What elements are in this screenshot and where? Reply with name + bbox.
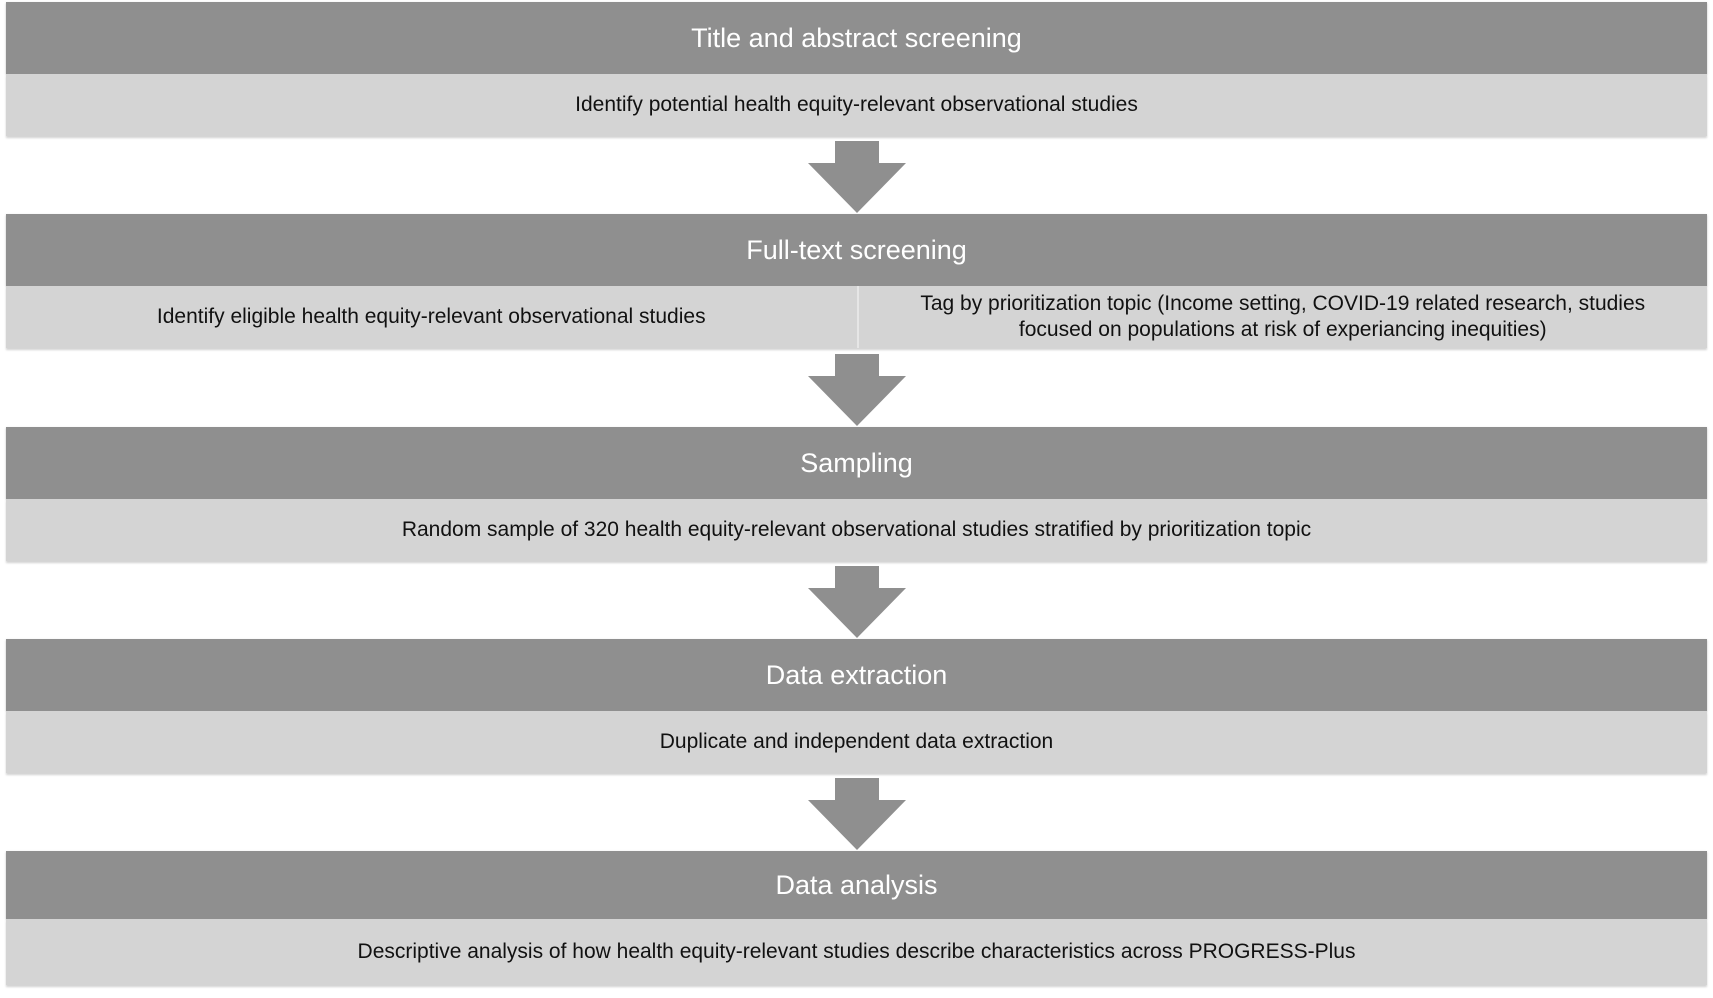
stage-header: Title and abstract screening: [6, 2, 1707, 74]
stage-data-extraction: Data extraction Duplicate and independen…: [6, 639, 1707, 773]
down-arrow-icon: [808, 141, 906, 213]
stage-data-analysis: Data analysis Descriptive analysis of ho…: [6, 851, 1707, 985]
stage-step: Duplicate and independent data extractio…: [6, 711, 1707, 773]
stage-sampling: Sampling Random sample of 320 health equ…: [6, 427, 1707, 561]
stage-step-row: Identify eligible health equity-relevant…: [6, 286, 1707, 348]
stage-title: Data extraction: [765, 659, 948, 690]
stage-step: Identify potential health equity-relevan…: [6, 74, 1707, 136]
stage-full-text-screening: Full-text screening Identify eligible he…: [6, 214, 1707, 348]
down-arrow-icon: [808, 778, 906, 850]
stage-step: Descriptive analysis of how health equit…: [6, 919, 1707, 985]
step-text: Tag by prioritization topic (Income sett…: [920, 291, 1646, 341]
stage-header: Sampling: [6, 427, 1707, 499]
stage-title: Title and abstract screening: [691, 22, 1022, 53]
step-text: Descriptive analysis of how health equit…: [357, 939, 1356, 963]
stage-title-abstract-screening: Title and abstract screening Identify po…: [6, 2, 1707, 136]
step-text: Identify eligible health equity-relevant…: [156, 304, 706, 328]
step-text: Random sample of 320 health equity-relev…: [401, 517, 1312, 541]
stage-step: Random sample of 320 health equity-relev…: [6, 499, 1707, 561]
step-text: Duplicate and independent data extractio…: [659, 729, 1054, 753]
down-arrow-icon: [808, 566, 906, 638]
stage-step: Tag by prioritization topic (Income sett…: [856, 286, 1708, 348]
stage-header: Full-text screening: [6, 214, 1707, 286]
stage-step: Identify eligible health equity-relevant…: [6, 286, 857, 348]
stage-header: Data extraction: [6, 639, 1707, 711]
down-arrow-icon: [808, 354, 906, 426]
stage-title: Full-text screening: [746, 234, 967, 265]
stage-header: Data analysis: [6, 851, 1707, 919]
stage-title: Data analysis: [775, 869, 938, 900]
step-text: Identify potential health equity-relevan…: [575, 92, 1138, 116]
stage-title: Sampling: [800, 447, 913, 478]
